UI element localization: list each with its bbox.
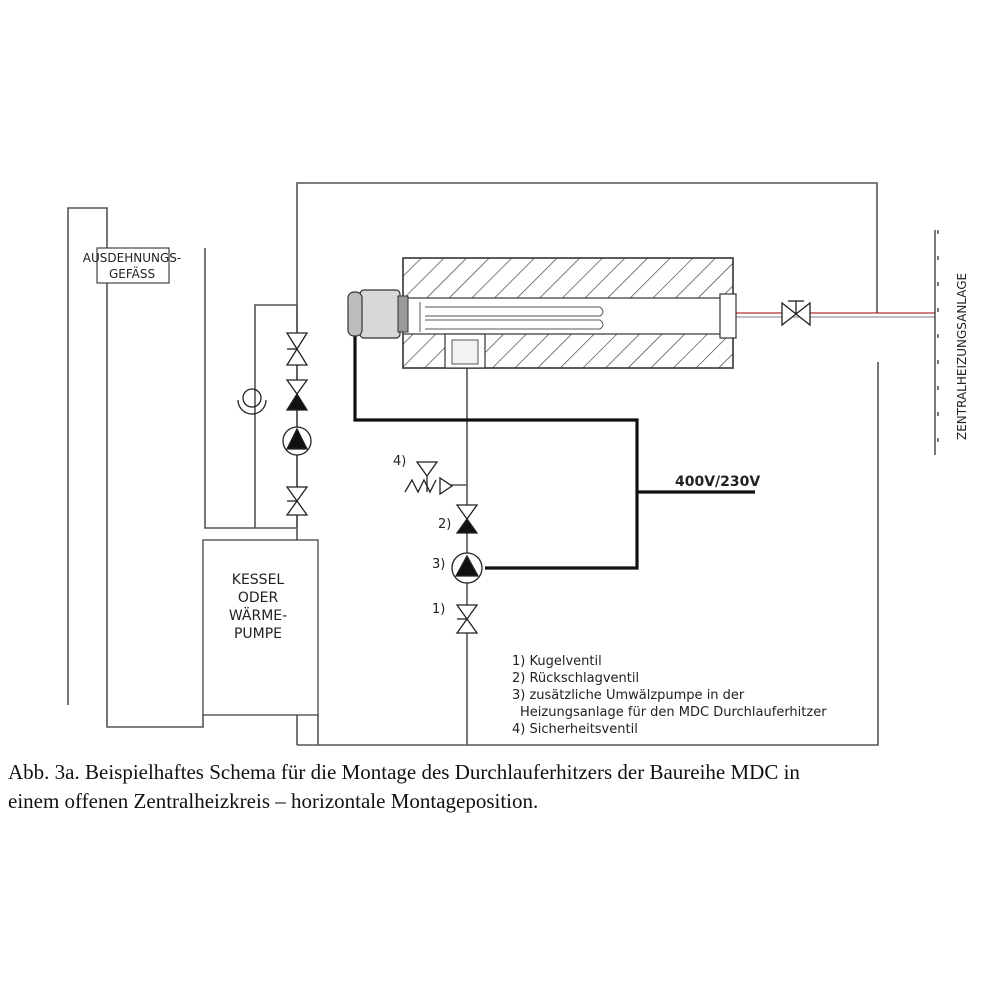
expansion-right-drop (204, 248, 297, 529)
caption-line-1: Abb. 3a. Beispielhaftes Schema für die M… (8, 760, 800, 784)
pump-bypass-pipe (254, 304, 297, 528)
check-valve-icon (455, 504, 479, 534)
sensor-icon (237, 388, 267, 415)
check-valve-icon (285, 379, 309, 411)
ball-valve-icon (285, 486, 309, 516)
feed-components (404, 461, 483, 634)
marker-4: 4) (393, 454, 406, 469)
ball-valve-icon (455, 604, 479, 634)
legend-item-3: 3) zusätzliche Umwälzpumpe in der (512, 688, 745, 703)
expansion-riser-left (67, 207, 108, 705)
boiler-label-1: KESSEL (232, 572, 285, 588)
boiler: KESSEL ODER WÄRME- PUMPE (202, 539, 319, 716)
legend-item-2: 2) Rückschlagventil (512, 671, 639, 686)
heating-element-icon (419, 302, 604, 332)
power-label: 400V/230V (675, 474, 760, 490)
mdc-flow-heater (347, 257, 737, 369)
expansion-tank: AUSDEHNUNGS- GEFÄSS (83, 247, 181, 284)
outlet-ball-valve-icon (781, 300, 811, 327)
expansion-tank-label-2: GEFÄSS (109, 266, 155, 281)
boiler-label-3: WÄRME- (229, 606, 287, 624)
electric-connector-icon (347, 289, 409, 339)
boiler-label-2: ODER (238, 590, 279, 606)
bypass-components (237, 332, 312, 516)
caption-line-2: einem offenen Zentralheizkreis – horizon… (8, 789, 539, 813)
expansion-tank-label-1: AUSDEHNUNGS- (83, 251, 181, 265)
legend-item-4: 4) Sicherheitsventil (512, 722, 638, 737)
safety-valve-icon (404, 461, 454, 496)
expansion-to-boiler (106, 283, 204, 728)
circulation-pump-icon (451, 552, 483, 584)
boiler-label-4: PUMPE (234, 626, 282, 642)
circulation-pump-icon (282, 426, 312, 456)
heating-system-label: ZENTRALHEIZUNGSANLAGE (955, 273, 969, 440)
legend-item-1: 1) Kugelventil (512, 654, 602, 669)
hot-water-outlet (735, 312, 935, 318)
figure-caption: Abb. 3a. Beispielhaftes Schema für die M… (8, 758, 993, 816)
ball-valve-icon (285, 332, 309, 366)
legend-item-3-cont: Heizungsanlage für den MDC Durchlauferhi… (520, 705, 827, 720)
heating-system-bus (934, 230, 939, 455)
marker-1: 1) (432, 602, 445, 617)
marker-2: 2) (438, 517, 451, 532)
legend: 1) Kugelventil 2) Rückschlagventil 3) zu… (512, 654, 827, 737)
power-wiring (353, 335, 755, 570)
marker-3: 3) (432, 557, 445, 572)
return-pipe (297, 362, 879, 746)
